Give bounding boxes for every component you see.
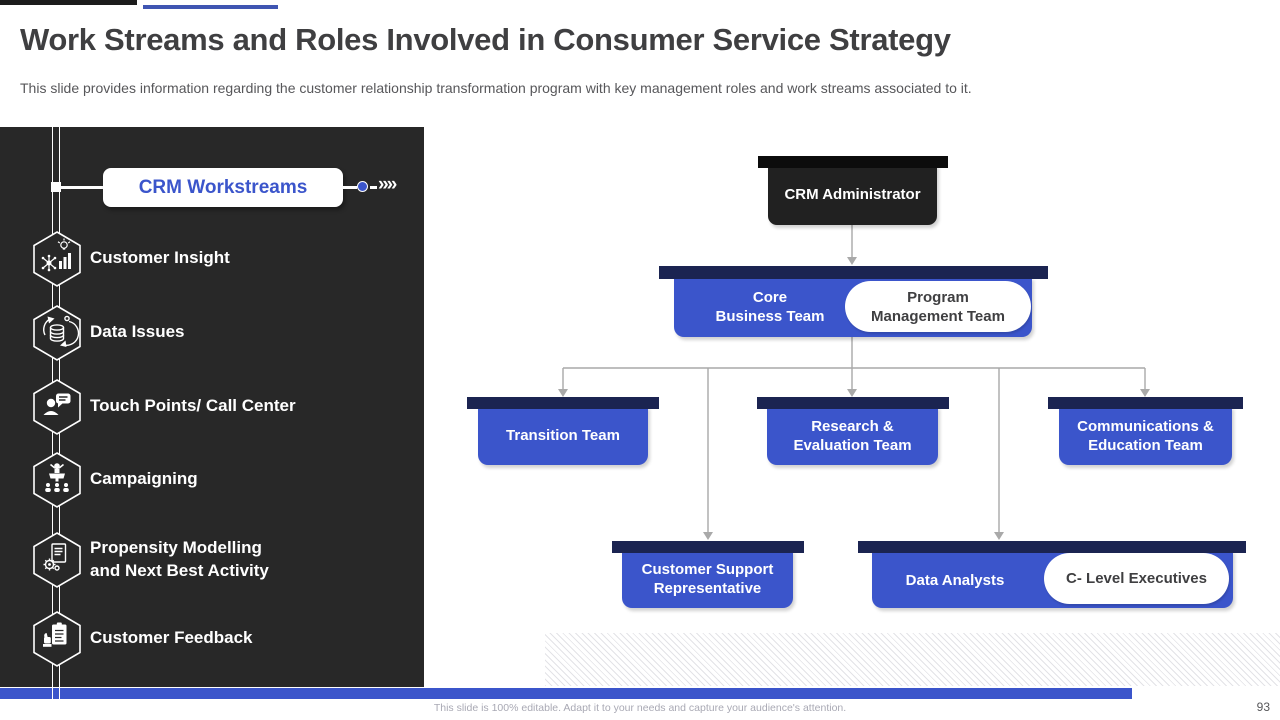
org-box-crm-administrator: CRM Administrator [768, 164, 937, 225]
chevron-arrows-icon: ›››› [378, 174, 397, 195]
page-title: Work Streams and Roles Involved in Consu… [20, 22, 951, 57]
sidebar-item-campaigning: Campaigning [90, 469, 198, 488]
timeline-connector-left [58, 186, 104, 189]
timeline-node [51, 182, 61, 192]
top-accent-bar-blue [143, 5, 278, 9]
touch-points-icon [33, 379, 81, 435]
sidebar-item-propensity-modelling: Propensity Modelling and Next Best Activ… [90, 538, 269, 580]
top-accent-bar-black [0, 0, 137, 5]
org-box-communications-education-team: Communications & Education Team [1059, 406, 1232, 465]
communications-top-bar [1048, 397, 1243, 409]
sidebar-item-touch-points: Touch Points/ Call Center [90, 396, 296, 415]
org-box-transition-team: Transition Team [478, 406, 648, 465]
bottom-accent-bar [0, 688, 1132, 699]
page-number: 93 [1256, 700, 1270, 714]
admin-box-top-bar [758, 156, 948, 168]
program-management-pill: Program Management Team [845, 281, 1031, 332]
sidebar-item-customer-feedback: Customer Feedback [90, 628, 253, 647]
org-box-research-evaluation-team: Research & Evaluation Team [767, 406, 938, 465]
data-analysts-label: Data Analysts [905, 572, 1005, 589]
sidebar-header-pill: CRM Workstreams [103, 168, 343, 207]
customer-feedback-icon [33, 611, 81, 667]
org-box-customer-support-representative: Customer Support Representative [622, 550, 793, 608]
core-business-team-label: Core Business Team [715, 289, 825, 325]
research-top-bar [757, 397, 949, 409]
c-level-executives-pill: C- Level Executives [1044, 553, 1229, 604]
data-analysts-top-bar [858, 541, 1246, 553]
timeline-connector-right [343, 186, 357, 189]
core-team-top-bar [659, 266, 1048, 279]
transition-top-bar [467, 397, 659, 409]
hatched-pattern-area [545, 633, 1280, 686]
page-subtitle: This slide provides information regardin… [20, 80, 972, 96]
sidebar-item-customer-insight: Customer Insight [90, 248, 230, 267]
timeline-dash [370, 186, 377, 189]
data-issues-icon [33, 305, 81, 361]
support-top-bar [612, 541, 804, 553]
campaigning-icon [33, 452, 81, 508]
footer-note: This slide is 100% editable. Adapt it to… [433, 702, 847, 714]
propensity-modelling-icon [33, 532, 81, 588]
sidebar-item-data-issues: Data Issues [90, 322, 185, 341]
blue-dot-icon [357, 181, 368, 192]
customer-insight-icon [33, 231, 81, 287]
